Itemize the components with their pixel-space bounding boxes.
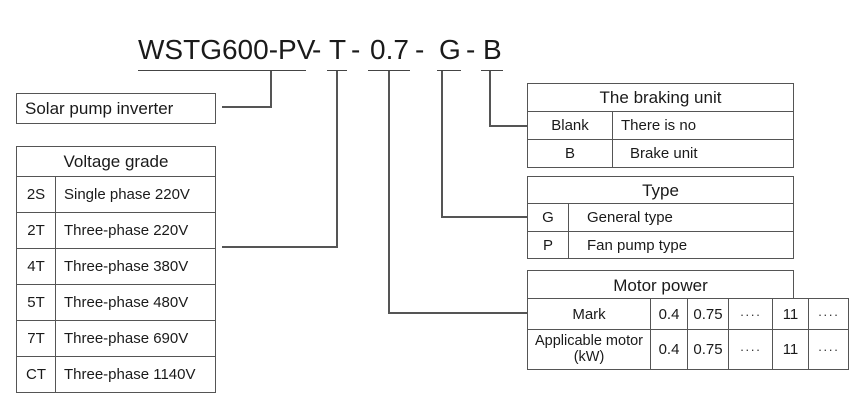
code-separator: - <box>466 34 476 65</box>
motor-power-title-box: Motor power <box>527 270 794 298</box>
voltage-desc: Three-phase 480V <box>55 284 215 320</box>
code-separator: - <box>351 34 361 65</box>
motor-value: ···· <box>808 329 848 369</box>
motor-label: Applicable motor (kW) <box>528 329 650 369</box>
voltage-code: 2S <box>17 176 55 212</box>
code-separator: - <box>415 34 425 65</box>
voltage-code: CT <box>17 356 55 392</box>
voltage-code: 5T <box>17 284 55 320</box>
motor-power-table: Mark 0.4 0.75 ···· 11 ···· Applicable mo… <box>527 298 849 370</box>
code-separator: - <box>312 34 322 65</box>
mark-value: 0.75 <box>687 299 728 329</box>
mark-label: Mark <box>572 305 606 323</box>
voltage-desc: Three-phase 690V <box>55 320 215 356</box>
mark-value: 0.4 <box>650 299 687 329</box>
voltage-underline <box>327 70 347 71</box>
series-underline <box>138 70 306 71</box>
voltage-grade-title: Voltage grade <box>63 152 169 171</box>
voltage-grade-table: Voltage grade 2S Single phase 220V 2T Th… <box>16 146 216 393</box>
mark-value: ···· <box>808 299 848 329</box>
voltage-desc: Three-phase 1140V <box>55 356 215 392</box>
code-power: 0.7 <box>370 34 409 65</box>
motor-value: 11 <box>772 329 808 369</box>
type-desc: Fan pump type <box>568 231 793 258</box>
motor-value: 0.75 <box>687 329 728 369</box>
type-desc: General type <box>568 203 793 231</box>
type-code: P <box>528 231 568 258</box>
voltage-code: 4T <box>17 248 55 284</box>
braking-code: Blank <box>528 111 612 139</box>
voltage-desc: Single phase 220V <box>55 176 215 212</box>
code-brake: B <box>483 34 502 65</box>
motor-value: ···· <box>728 329 772 369</box>
mark-value: 11 <box>772 299 808 329</box>
voltage-desc: Three-phase 220V <box>55 212 215 248</box>
braking-unit-table: The braking unit Blank There is no B Bra… <box>527 83 794 168</box>
code-series: WSTG600-PV <box>138 34 316 65</box>
voltage-desc: Three-phase 380V <box>55 248 215 284</box>
voltage-code: 7T <box>17 320 55 356</box>
braking-code: B <box>528 139 612 167</box>
mark-value: ···· <box>728 299 772 329</box>
braking-unit-title: The braking unit <box>599 88 722 107</box>
braking-desc: Brake unit <box>612 139 793 167</box>
code-voltage: T <box>329 34 347 65</box>
type-title: Type <box>642 180 679 200</box>
brake-underline <box>481 70 503 71</box>
product-label-box: Solar pump inverter <box>16 93 216 124</box>
product-label: Solar pump inverter <box>25 99 174 118</box>
power-underline <box>368 70 410 71</box>
type-table: Type G General type P Fan pump type <box>527 176 794 259</box>
voltage-code: 2T <box>17 212 55 248</box>
motor-value: 0.4 <box>650 329 687 369</box>
code-type: G <box>439 34 461 65</box>
type-underline <box>437 70 461 71</box>
braking-desc: There is no <box>612 111 793 139</box>
motor-power-title: Motor power <box>613 275 708 295</box>
type-code: G <box>528 203 568 231</box>
